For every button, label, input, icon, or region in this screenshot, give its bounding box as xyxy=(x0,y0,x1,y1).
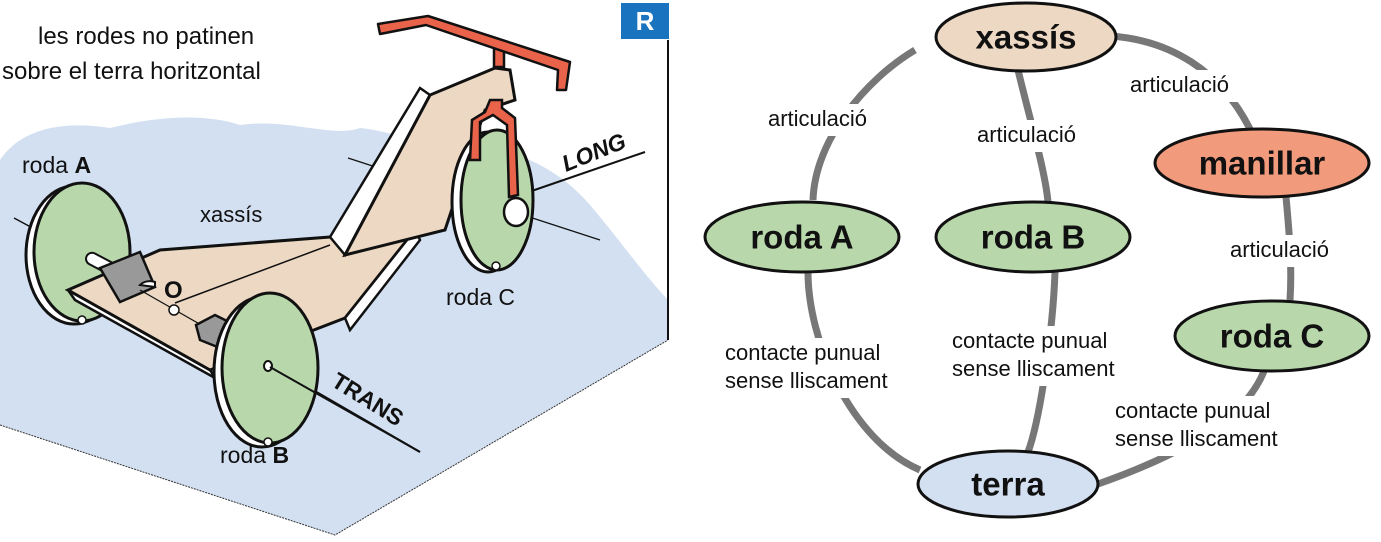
node-label: roda B xyxy=(981,219,1086,256)
origin-point xyxy=(168,304,180,316)
chassis xyxy=(64,66,517,380)
label-chassis: xassís xyxy=(200,202,262,227)
label-wheel-a: roda A xyxy=(22,152,91,178)
edge-label-bg xyxy=(1111,396,1284,456)
ground-plane xyxy=(0,117,668,536)
node-rodaA: roda A xyxy=(703,200,901,274)
edge-label-xassis-manillar: articulació xyxy=(1130,72,1229,97)
node-ellipse xyxy=(1153,127,1371,199)
label-origin: O xyxy=(164,277,183,304)
kinematic-graph: articulació articulació articulació articul… xyxy=(703,1,1371,519)
edge-label-bg xyxy=(948,326,1121,386)
node-xassis: xassís xyxy=(934,1,1118,73)
label-wheel-b: roda B xyxy=(220,442,289,468)
node-rodaB: roda B xyxy=(934,200,1132,274)
caption-line2: sobre el terra horitzontal xyxy=(2,58,261,85)
node-ellipse xyxy=(916,449,1100,519)
edge-label-bg xyxy=(1126,70,1248,102)
node-label: roda A xyxy=(750,219,853,256)
edge-label-manillar-rodaC: articulació xyxy=(1230,237,1329,262)
tricycle-illustration: les rodes no patinen sobre el terra hori… xyxy=(0,14,669,536)
node-label: xassís xyxy=(976,19,1077,56)
node-terra: terra xyxy=(916,449,1100,519)
wheel-b xyxy=(212,291,320,449)
node-label: terra xyxy=(971,466,1045,503)
edge-label-bg xyxy=(973,120,1095,152)
node-manillar: manillar xyxy=(1153,127,1371,199)
edge-label-bg xyxy=(721,338,894,398)
label-wheel-c: roda C xyxy=(446,284,515,310)
edge-xassis-manillar xyxy=(1109,32,1254,131)
edge-label-bg xyxy=(1226,235,1348,267)
caption-line1: les rodes no patinen xyxy=(38,23,254,50)
node-label: manillar xyxy=(1199,145,1326,182)
edge-label-bg xyxy=(764,104,886,136)
node-ellipse xyxy=(703,200,901,274)
r-badge: R xyxy=(621,3,669,39)
node-label: roda C xyxy=(1220,318,1325,355)
handlebar xyxy=(376,14,572,228)
edge-label-xassis-rodaB: articulació xyxy=(977,122,1076,147)
node-rodaC: roda C xyxy=(1173,299,1371,373)
node-ellipse xyxy=(1173,299,1371,373)
node-ellipse xyxy=(934,1,1118,73)
wheel-a xyxy=(24,181,132,326)
axle-a xyxy=(85,250,157,304)
node-ellipse xyxy=(934,200,1132,274)
edge-label-xassis-rodaA: articulació xyxy=(768,106,867,131)
